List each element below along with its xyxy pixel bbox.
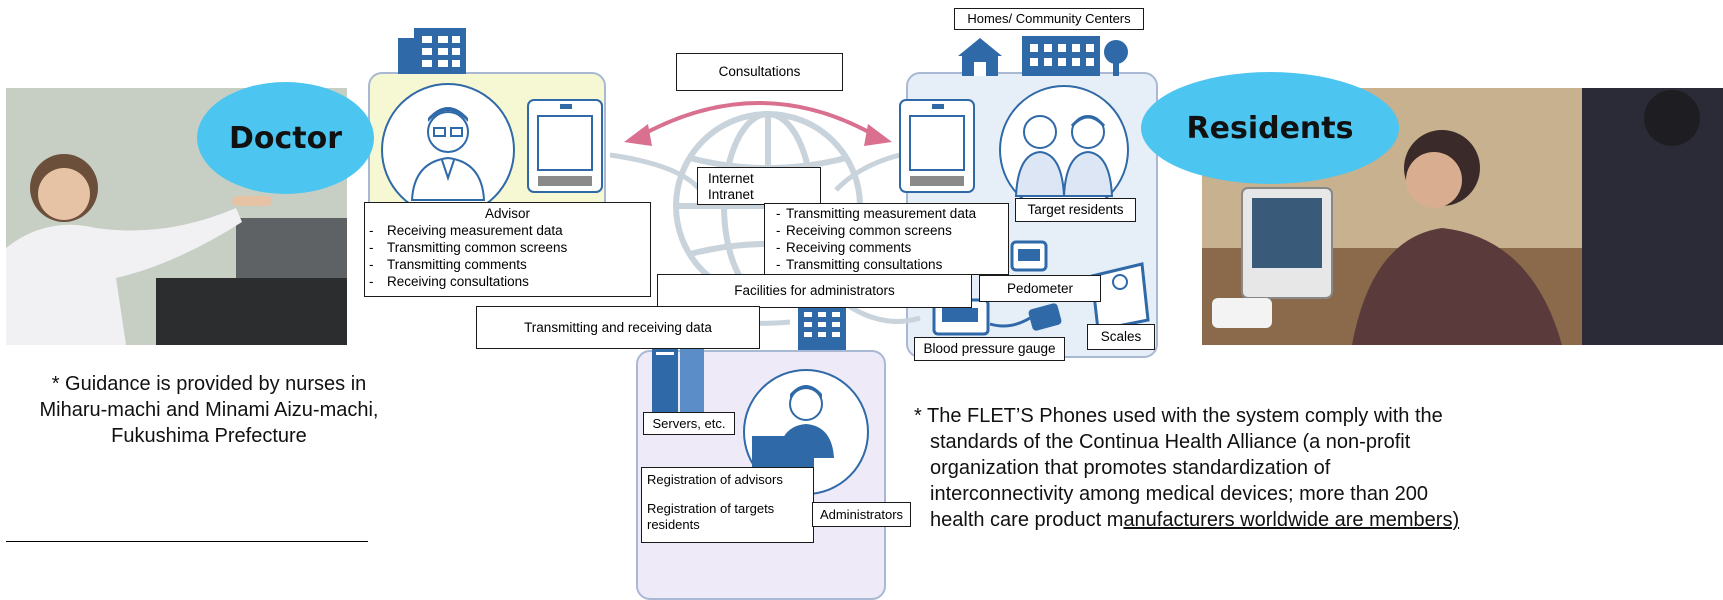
residents-ellipse: Residents — [1141, 72, 1399, 184]
list-item: Transmitting common screens — [365, 239, 650, 256]
house-icon — [958, 38, 1002, 76]
right-footnote-line: health care product manufacturers worldw… — [914, 507, 1723, 533]
pedometer-box: Pedometer — [979, 275, 1101, 302]
doctor-terminal-icon — [527, 99, 603, 193]
right-footnote-line: * The FLET’S Phones used with the system… — [914, 405, 1443, 427]
intranet-label: Intranet — [708, 187, 754, 202]
target-residents-label: Target residents — [1027, 202, 1124, 217]
transmitting-receiving-box: Transmitting and receiving data — [476, 306, 760, 349]
advisor-title: Advisor — [484, 206, 530, 221]
advisor-box: Advisor Receiving measurement data Trans… — [364, 202, 651, 297]
facilities-box: Facilities for administrators — [657, 274, 972, 308]
list-item: Transmitting consultations — [774, 256, 1008, 273]
blood-pressure-box: Blood pressure gauge — [914, 337, 1065, 361]
server-icon — [652, 346, 704, 412]
scales-label: Scales — [1100, 329, 1142, 344]
consultations-label: Consultations — [718, 64, 801, 79]
resident-terminal-icon — [899, 99, 975, 193]
resident-function-list: Transmitting measurement data Receiving … — [774, 205, 1008, 273]
doctor-ellipse: Doctor — [197, 82, 374, 194]
right-footnote-line: standards of the Continua Health Allianc… — [930, 431, 1411, 453]
blood-pressure-label: Blood pressure gauge — [923, 341, 1056, 356]
consultations-box: Consultations — [676, 53, 843, 91]
servers-box: Servers, etc. — [643, 412, 735, 435]
right-footnote-line: interconnectivity among medical devices;… — [930, 483, 1429, 505]
internet-intranet-box: Internet Intranet — [697, 167, 821, 205]
homes-label: Homes/ Community Centers — [967, 11, 1131, 26]
advisor-portrait-icon — [381, 83, 515, 217]
doctor-label: Doctor — [228, 120, 343, 156]
internet-label: Internet — [708, 171, 754, 186]
administrators-label: Administrators — [819, 507, 904, 522]
left-footnote-line: * Guidance is provided by nurses in — [51, 373, 367, 395]
scales-icon — [1090, 262, 1150, 332]
right-footnote-text: health care product m — [930, 509, 1124, 531]
residents-photo — [1202, 88, 1723, 345]
target-residents-box: Target residents — [1015, 198, 1136, 222]
list-item: Receiving consultations — [365, 273, 650, 290]
list-item: Transmitting comments — [365, 256, 650, 273]
right-footnote-line: organization that promotes standardizati… — [930, 457, 1331, 479]
registration-advisors-label: Registration of advisors — [647, 472, 783, 487]
resident-functions-box: Transmitting measurement data Receiving … — [764, 203, 1009, 275]
list-item: Transmitting measurement data — [774, 205, 1008, 222]
administrators-box: Administrators — [812, 502, 911, 527]
scales-box: Scales — [1087, 324, 1155, 350]
list-item: Receiving comments — [774, 239, 1008, 256]
registration-box: Registration of advisors Registration of… — [641, 467, 814, 543]
pedometer-icon — [1010, 240, 1048, 272]
doctor-photo — [6, 88, 347, 345]
homes-community-centers-box: Homes/ Community Centers — [954, 8, 1144, 30]
community-center-icon — [1022, 36, 1128, 76]
list-item: Receiving measurement data — [365, 222, 650, 239]
footnote-divider — [6, 541, 368, 542]
left-footnote-line: Miharu-machi and Minami Aizu-machi, — [39, 399, 379, 421]
pedometer-label: Pedometer — [1006, 281, 1074, 296]
consultations-arrow — [624, 101, 892, 146]
registration-targets-label: Registration of targets residents — [647, 501, 775, 532]
hospital-icon — [398, 28, 466, 74]
facilities-label: Facilities for administrators — [734, 283, 895, 298]
residents-portrait-icon — [999, 85, 1129, 215]
transmitting-receiving-label: Transmitting and receiving data — [524, 320, 712, 335]
residents-label: Residents — [1186, 110, 1354, 146]
list-item: Receiving common screens — [774, 222, 1008, 239]
servers-label: Servers, etc. — [652, 416, 726, 431]
right-footnote-underlined-text: anufacturers worldwide are members) — [1123, 509, 1460, 531]
left-footnote: * Guidance is provided by nurses in Miha… — [0, 371, 418, 449]
right-footnote: * The FLET’S Phones used with the system… — [914, 403, 1723, 533]
left-footnote-line: Fukushima Prefecture — [111, 425, 307, 447]
advisor-function-list: Receiving measurement data Transmitting … — [365, 222, 650, 290]
